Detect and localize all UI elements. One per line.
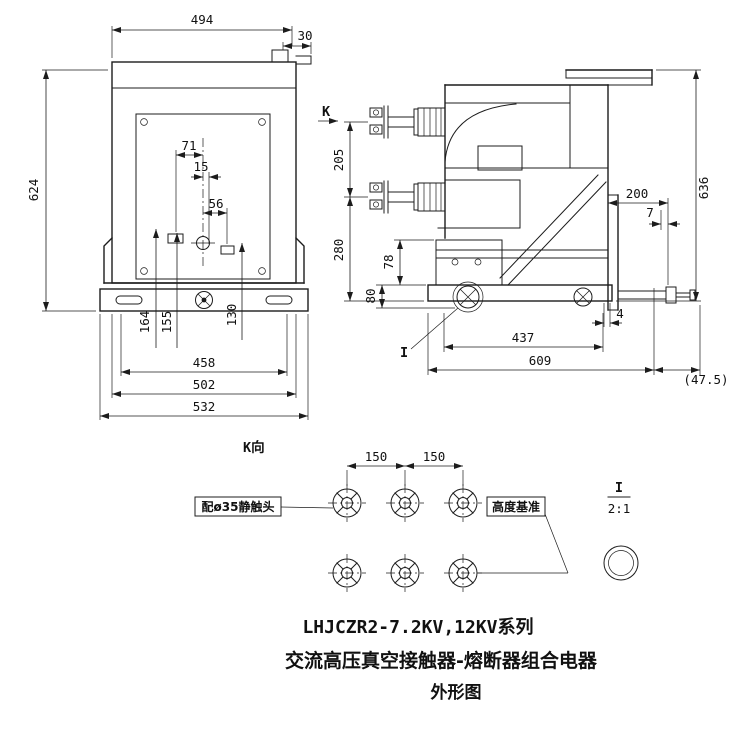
side-dimensions: 205 280 78 80 200 7 636 4 [331, 69, 729, 387]
base-center-fixing-symbol [195, 291, 213, 309]
title-series: LHJCZR2-7.2KV,12KV系列 [302, 617, 533, 638]
k-view-arrow: K [318, 104, 338, 124]
side-view: K 205 280 78 80 200 7 [318, 69, 729, 387]
dim-609: 609 [529, 353, 552, 368]
dim-150-left: 150 [365, 449, 388, 464]
k-view-title: K向 [243, 439, 265, 456]
dim-78: 78 [381, 254, 396, 269]
title-product: 交流高压真空接触器-熔断器组合电器 [285, 649, 598, 672]
dim-532: 532 [193, 399, 216, 414]
dim-56: 56 [208, 196, 223, 211]
dim-494: 494 [191, 12, 214, 27]
detail-i-title: I [615, 480, 623, 496]
dim-130: 130 [224, 304, 239, 327]
dim-636: 636 [696, 177, 711, 200]
detail-callout: I [400, 281, 484, 361]
front-bottom-dimensions: 458 502 532 [99, 314, 309, 420]
dim-150-right: 150 [423, 449, 446, 464]
detail-i-ref: I [400, 345, 408, 361]
dim-7: 7 [646, 205, 654, 220]
front-top-dimensions: 494 30 [111, 12, 313, 58]
dim-205: 205 [331, 149, 346, 172]
k-label: K [322, 104, 331, 120]
dim-80: 80 [363, 288, 378, 303]
height-datum-label: 高度基准 [492, 499, 540, 514]
dim-280: 280 [331, 239, 346, 262]
dim-155: 155 [159, 311, 174, 334]
dim-15: 15 [193, 159, 208, 174]
dim-71: 71 [181, 138, 196, 153]
dim-47-5: (47.5) [683, 372, 728, 387]
front-height-dimension: 624 [26, 69, 108, 312]
dim-30: 30 [297, 28, 312, 43]
front-inner-dimensions: 71 15 56 [175, 138, 228, 244]
height-datum-note: 高度基准 [477, 496, 569, 574]
dim-437: 437 [512, 330, 535, 345]
k-direction-view: K向 150 150 配ø35静触头 高度基准 [194, 439, 569, 593]
detail-i-scale: 2:1 [608, 501, 631, 516]
dim-458: 458 [193, 355, 216, 370]
dim-502: 502 [193, 377, 216, 392]
detail-i-view: I 2:1 [603, 480, 639, 581]
dim-624: 624 [26, 179, 41, 202]
title-drawing-type: 外形图 [431, 682, 482, 703]
dim-164: 164 [137, 311, 152, 334]
dim-4: 4 [616, 306, 624, 321]
front-vertical-dimensions: 164 155 130 [137, 229, 245, 348]
front-view: 71 15 56 164 155 130 624 [26, 12, 313, 420]
front-wheel [456, 285, 480, 309]
rear-wheel [573, 287, 593, 307]
static-contact-note: 配ø35静触头 [194, 496, 334, 517]
title-block: LHJCZR2-7.2KV,12KV系列 交流高压真空接触器-熔断器组合电器 外… [285, 617, 598, 703]
dim-200: 200 [626, 186, 649, 201]
upper-bushing [369, 105, 446, 139]
static-contact-label: 配ø35静触头 [202, 499, 275, 514]
